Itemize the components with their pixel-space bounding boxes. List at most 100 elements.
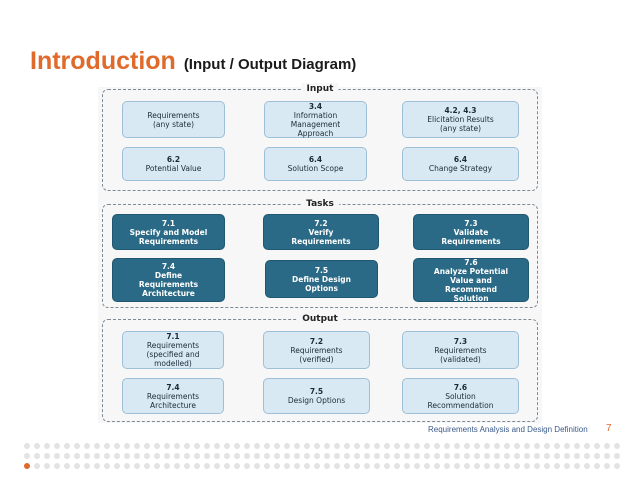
decorative-dot	[194, 463, 200, 469]
decorative-dot	[554, 463, 560, 469]
decorative-dot	[514, 453, 520, 459]
decorative-dot	[284, 443, 290, 449]
decorative-dot	[134, 453, 140, 459]
decorative-dot	[454, 443, 460, 449]
decorative-dot	[284, 463, 290, 469]
decorative-dot	[64, 443, 70, 449]
input-section-label: Input	[301, 83, 339, 96]
decorative-dot	[264, 443, 270, 449]
output-section: Output 7.1 Requirements (specified and m…	[102, 313, 538, 422]
decorative-dot	[434, 443, 440, 449]
slide-title: Introduction (Input / Output Diagram)	[30, 40, 356, 77]
decorative-dot	[554, 453, 560, 459]
decorative-dot	[504, 453, 510, 459]
decorative-dot	[404, 463, 410, 469]
decorative-dot	[214, 443, 220, 449]
decorative-dot	[434, 463, 440, 469]
output-box-design-options: 7.5 Design Options	[263, 378, 370, 414]
input-box-solution-scope: 6.4 Solution Scope	[264, 147, 367, 181]
decorative-dot	[94, 453, 100, 459]
decorative-dot	[94, 443, 100, 449]
output-box-requirements-specified: 7.1 Requirements (specified and modelled…	[122, 331, 224, 369]
decorative-dot	[584, 453, 590, 459]
decorative-dot	[564, 443, 570, 449]
decorative-dot	[114, 463, 120, 469]
decorative-dot	[494, 463, 500, 469]
decorative-dot	[74, 443, 80, 449]
decorative-dot	[94, 463, 100, 469]
decorative-dot	[244, 443, 250, 449]
decorative-dot	[314, 463, 320, 469]
decorative-dot	[114, 443, 120, 449]
decorative-dot	[254, 463, 260, 469]
decorative-dot	[244, 453, 250, 459]
decorative-dot	[494, 453, 500, 459]
decorative-dot	[274, 453, 280, 459]
task-box-analyze-potential-value: 7.6 Analyze Potential Value and Recommen…	[413, 258, 529, 303]
decorative-dot	[174, 453, 180, 459]
decorative-dot	[224, 453, 230, 459]
decorative-dot	[74, 463, 80, 469]
task-box-verify: 7.2 Verify Requirements	[263, 214, 379, 250]
decorative-dot	[164, 453, 170, 459]
task-box-specify-model: 7.1 Specify and Model Requirements	[112, 214, 225, 250]
decorative-dot	[404, 443, 410, 449]
decorative-dot	[354, 443, 360, 449]
decorative-dot	[184, 443, 190, 449]
decorative-dot	[134, 443, 140, 449]
decorative-dot	[474, 453, 480, 459]
decorative-dot	[314, 453, 320, 459]
decorative-dot	[184, 453, 190, 459]
decorative-dot-pattern	[22, 441, 622, 471]
decorative-dot	[344, 443, 350, 449]
footer-text: Requirements Analysis and Design Definit…	[428, 425, 588, 434]
decorative-dot	[244, 463, 250, 469]
tasks-section: Tasks 7.1 Specify and Model Requirements…	[102, 198, 538, 308]
decorative-dot	[224, 443, 230, 449]
decorative-dot	[324, 463, 330, 469]
decorative-dot	[44, 463, 50, 469]
decorative-dot	[384, 453, 390, 459]
decorative-dot	[264, 463, 270, 469]
decorative-dot	[414, 463, 420, 469]
decorative-dot	[134, 463, 140, 469]
decorative-dot	[264, 453, 270, 459]
decorative-dot	[504, 443, 510, 449]
decorative-dot	[314, 443, 320, 449]
decorative-dot	[444, 443, 450, 449]
decorative-dot	[564, 463, 570, 469]
decorative-dot	[154, 443, 160, 449]
decorative-dot	[454, 453, 460, 459]
decorative-dot	[324, 443, 330, 449]
decorative-dot	[434, 453, 440, 459]
decorative-dot	[454, 463, 460, 469]
decorative-dot	[174, 443, 180, 449]
decorative-dot	[294, 443, 300, 449]
decorative-dot	[194, 443, 200, 449]
decorative-dot	[364, 453, 370, 459]
decorative-dot	[174, 463, 180, 469]
input-output-diagram: Input Requirements (any state) 3.4 Infor…	[98, 83, 542, 423]
title-subtitle: (Input / Output Diagram)	[183, 56, 357, 73]
task-box-validate: 7.3 Validate Requirements	[413, 214, 529, 250]
decorative-dot	[494, 443, 500, 449]
decorative-dot	[334, 463, 340, 469]
decorative-dot	[614, 443, 620, 449]
title-main: Introduction	[30, 47, 176, 75]
decorative-dot	[604, 463, 610, 469]
decorative-dot	[124, 453, 130, 459]
decorative-dot	[364, 443, 370, 449]
decorative-dot	[534, 463, 540, 469]
decorative-dot	[64, 463, 70, 469]
task-box-define-design-options: 7.5 Define Design Options	[265, 260, 378, 298]
decorative-dot	[54, 463, 60, 469]
decorative-dot	[24, 443, 30, 449]
decorative-dot	[234, 463, 240, 469]
decorative-dot	[484, 453, 490, 459]
input-box-information-management: 3.4 Information Management Approach	[264, 101, 367, 138]
decorative-dot	[584, 463, 590, 469]
decorative-dot	[484, 443, 490, 449]
decorative-dot	[604, 443, 610, 449]
decorative-dot	[414, 443, 420, 449]
decorative-dot	[544, 453, 550, 459]
